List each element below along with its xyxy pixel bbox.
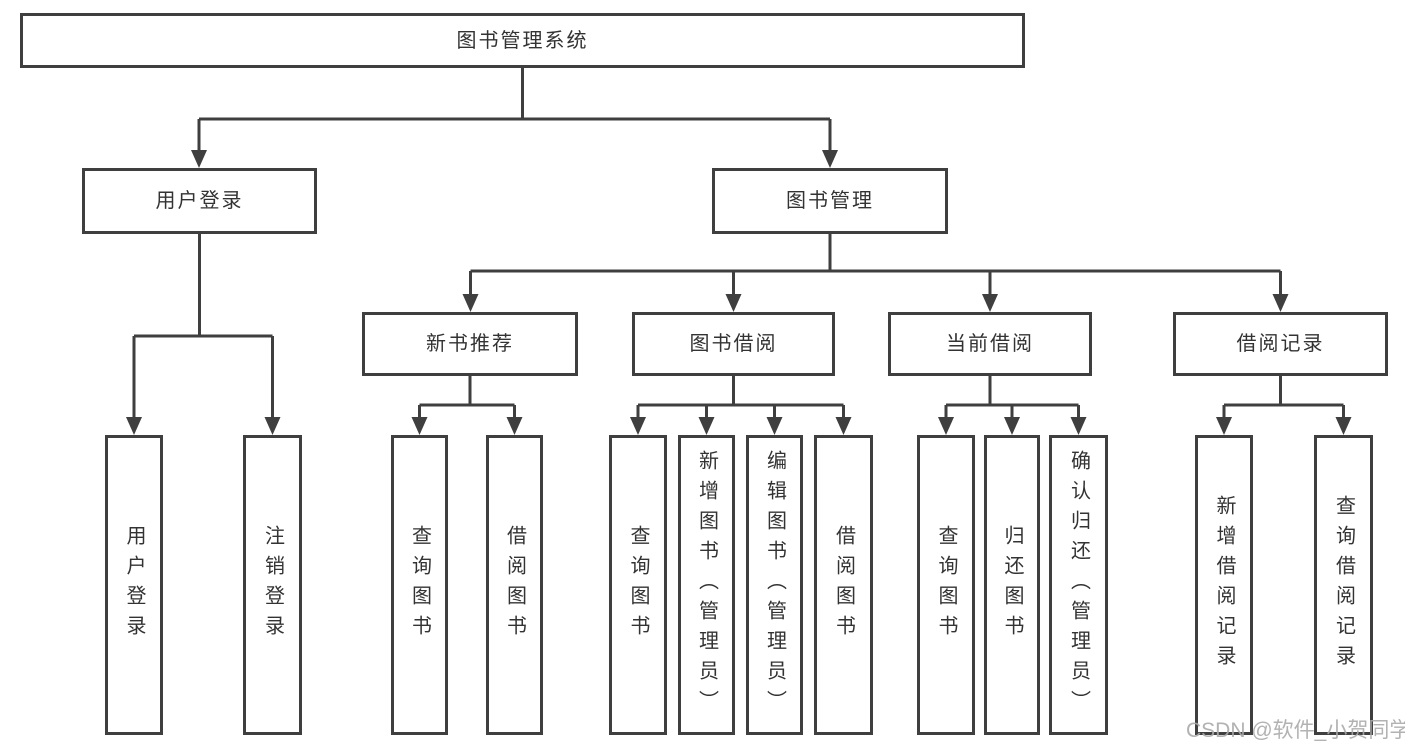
leaf-label: 借阅图书 [503,525,526,645]
leaf-confirm-return-admin: 确认归还（管理员） [1049,435,1108,735]
leaf-query-borrow-record: 查询借阅记录 [1314,435,1373,735]
leaf-query-books-borrow: 查询图书 [609,435,667,735]
leaf-edit-books-admin: 编辑图书（管理员） [746,435,803,735]
node-book-management: 图书管理 [712,168,948,234]
connector-new-book-group [411,376,523,435]
node-label: 用户登录 [155,190,244,212]
connector-book-borrow-group [630,376,852,435]
leaf-label: 用户登录 [123,525,145,645]
leaf-label: 新增图书（管理员） [695,450,718,720]
node-user-login: 用户登录 [82,168,317,234]
leaf-label: 注销登录 [261,525,284,645]
leaf-return-books: 归还图书 [984,435,1040,735]
node-label: 借阅记录 [1236,333,1325,355]
node-current-borrowing: 当前借阅 [888,312,1092,376]
leaf-label: 借阅图书 [832,525,855,645]
node-book-borrowing: 图书借阅 [632,312,835,376]
leaf-label: 归还图书 [1001,525,1023,645]
leaf-add-books-admin: 新增图书（管理员） [678,435,735,735]
node-label: 当前借阅 [946,333,1034,355]
leaf-label: 查询图书 [935,525,957,645]
leaf-query-books-current: 查询图书 [917,435,975,735]
connector-borrow-records-group [1216,376,1352,435]
leaf-borrow-books: 借阅图书 [814,435,873,735]
connector-current-borrow-group [938,376,1087,435]
node-label: 图书管理 [786,190,874,212]
connector-user-login-group [126,234,281,435]
leaf-logout: 注销登录 [243,435,302,735]
leaf-add-borrow-record: 新增借阅记录 [1195,435,1253,735]
node-borrowing-records: 借阅记录 [1173,312,1388,376]
node-label: 图书管理系统 [456,29,589,52]
node-new-book-recommendation: 新书推荐 [362,312,578,376]
leaf-label: 确认归还（管理员） [1067,450,1090,720]
connector-book-management-to-level3 [462,234,1289,312]
csdn-watermark: CSDN @软件_小贺同学 [1186,719,1405,742]
leaf-query-books-recommend: 查询图书 [391,435,448,735]
leaf-label: 新增借阅记录 [1213,495,1235,675]
leaf-label: 编辑图书（管理员） [763,450,786,720]
leaf-borrow-books-recommend: 借阅图书 [486,435,543,735]
connector-root-to-level2 [191,68,838,168]
node-label: 图书借阅 [689,333,778,355]
node-library-management-system: 图书管理系统 [20,13,1025,68]
leaf-label: 查询图书 [408,525,431,645]
leaf-label: 查询图书 [627,525,649,645]
node-label: 新书推荐 [426,333,514,355]
leaf-user-login: 用户登录 [105,435,163,735]
leaf-label: 查询借阅记录 [1332,495,1355,675]
